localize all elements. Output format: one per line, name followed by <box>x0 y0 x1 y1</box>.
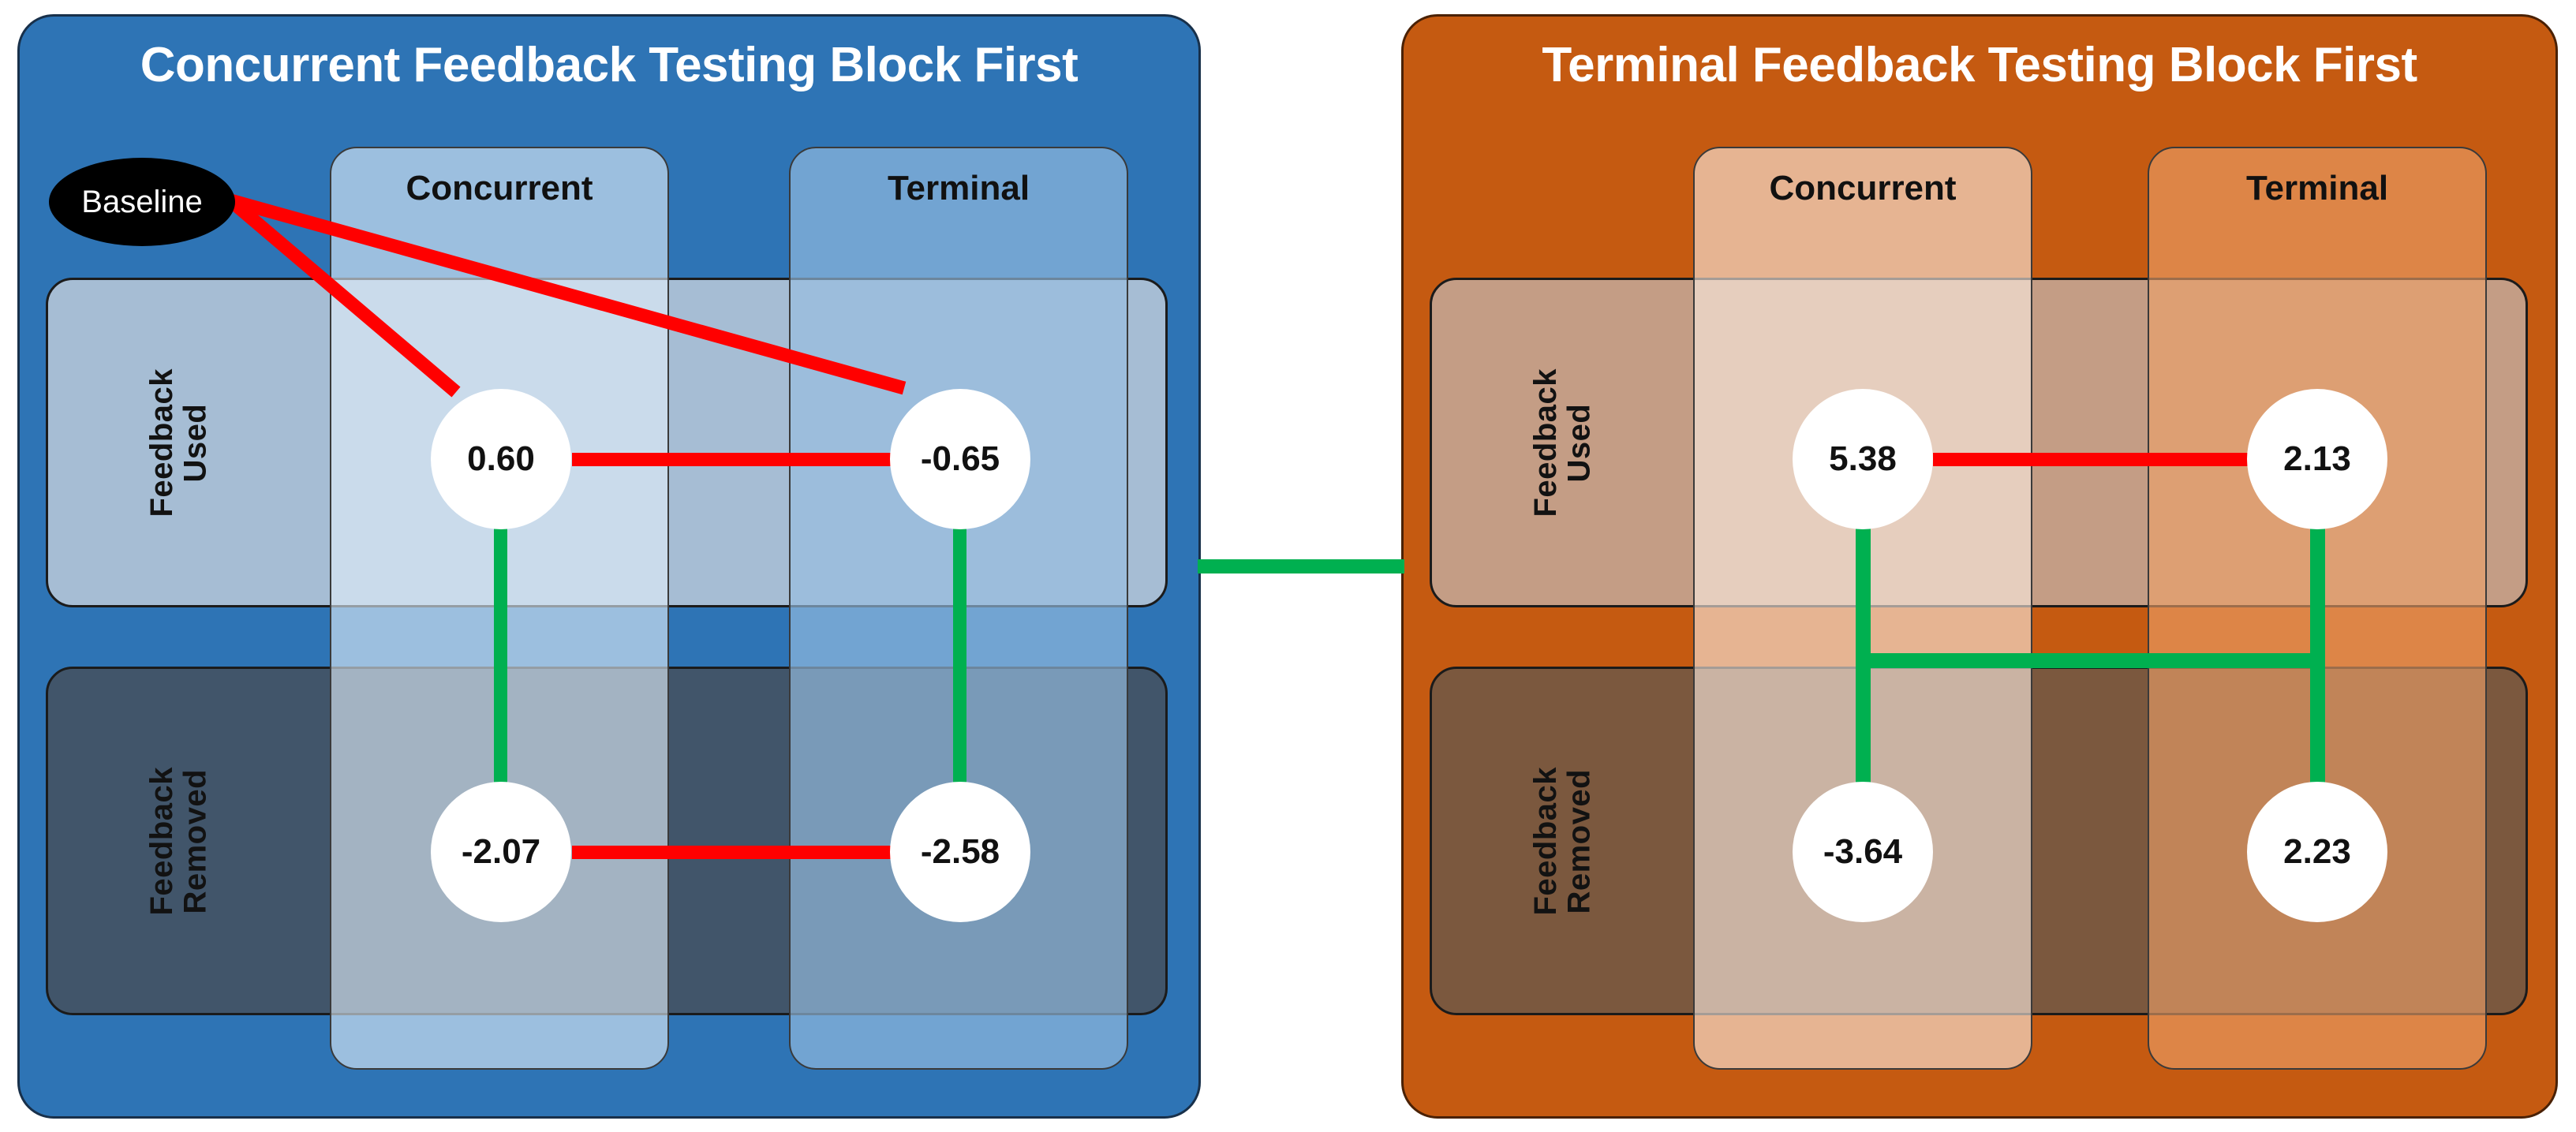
panel-title-left: Concurrent Feedback Testing Block First <box>140 38 1079 92</box>
column-label-concurrent-right: Concurrent <box>1769 169 1957 207</box>
baseline-node: Baseline <box>49 158 235 246</box>
edge-removed-conc-to-removed-term-left <box>572 846 903 859</box>
column-label-terminal-right: Terminal <box>2245 169 2389 207</box>
node-removed-terminal-left: -2.58 <box>890 782 1030 922</box>
edge-conc-used-to-conc-removed-left <box>494 521 507 795</box>
column-label-terminal-left: Terminal <box>887 169 1030 207</box>
edge-used-conc-to-used-term-right <box>1933 453 2264 466</box>
column-label-concurrent-left: Concurrent <box>406 169 593 207</box>
node-used-concurrent-right: 5.38 <box>1793 389 1933 529</box>
node-removed-concurrent-left: -2.07 <box>431 782 571 922</box>
node-used-terminal-right: 2.13 <box>2247 389 2387 529</box>
node-removed-terminal-right: 2.23 <box>2247 782 2387 922</box>
node-used-concurrent-left: 0.60 <box>431 389 571 529</box>
panel-title-right: Terminal Feedback Testing Block First <box>1542 38 2417 92</box>
edge-cross-panel-connector <box>1198 559 1404 573</box>
node-removed-concurrent-right: -3.64 <box>1793 782 1933 922</box>
edge-used-conc-to-used-term-left <box>572 453 903 466</box>
baseline-label: Baseline <box>81 184 203 219</box>
edge-cross-column-junction-right <box>1856 653 2325 668</box>
edge-term-used-to-term-removed-left <box>953 521 966 795</box>
node-used-terminal-left: -0.65 <box>890 389 1030 529</box>
